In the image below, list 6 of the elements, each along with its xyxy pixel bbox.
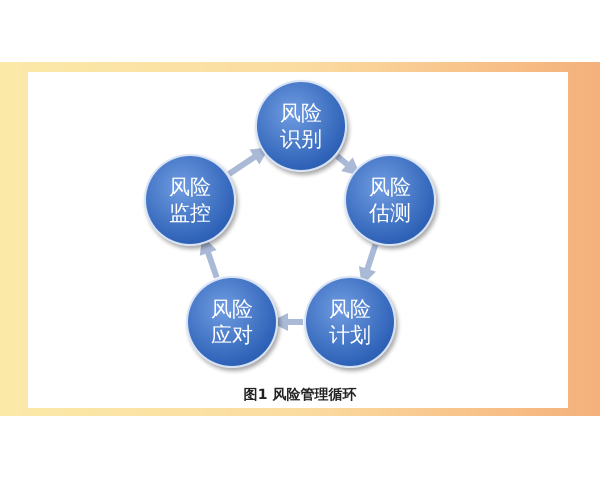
node-label: 风险识别 [279, 100, 323, 152]
caption: 图1 风险管理循环 [242, 386, 358, 404]
node-label: 风险计划 [328, 296, 372, 348]
node-label: 风险估测 [368, 174, 412, 226]
node-label: 风险监控 [168, 174, 212, 226]
node-label: 风险应对 [210, 296, 254, 348]
